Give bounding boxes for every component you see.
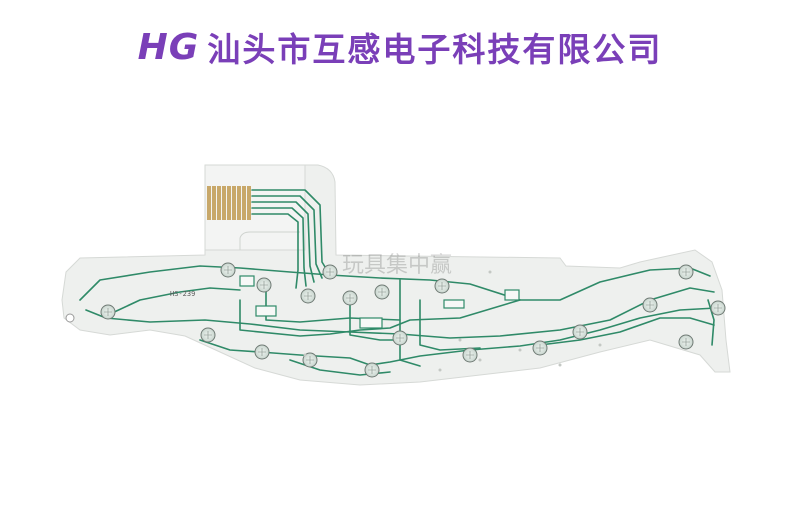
mounting-hole — [65, 313, 75, 323]
connector-contacts — [207, 186, 251, 220]
tail-slot — [239, 231, 300, 250]
header-banner: HG 汕头市互感电子科技有限公司 — [0, 22, 800, 72]
via-dots — [303, 270, 602, 372]
window-pads — [239, 275, 520, 329]
company-name: 汕头市互感电子科技有限公司 — [207, 30, 663, 69]
brand-logo: HG — [137, 26, 200, 68]
watermark-text: 玩具集中赢 — [342, 253, 452, 278]
model-label: HS-239 — [170, 290, 195, 298]
pad-details — [104, 266, 722, 374]
